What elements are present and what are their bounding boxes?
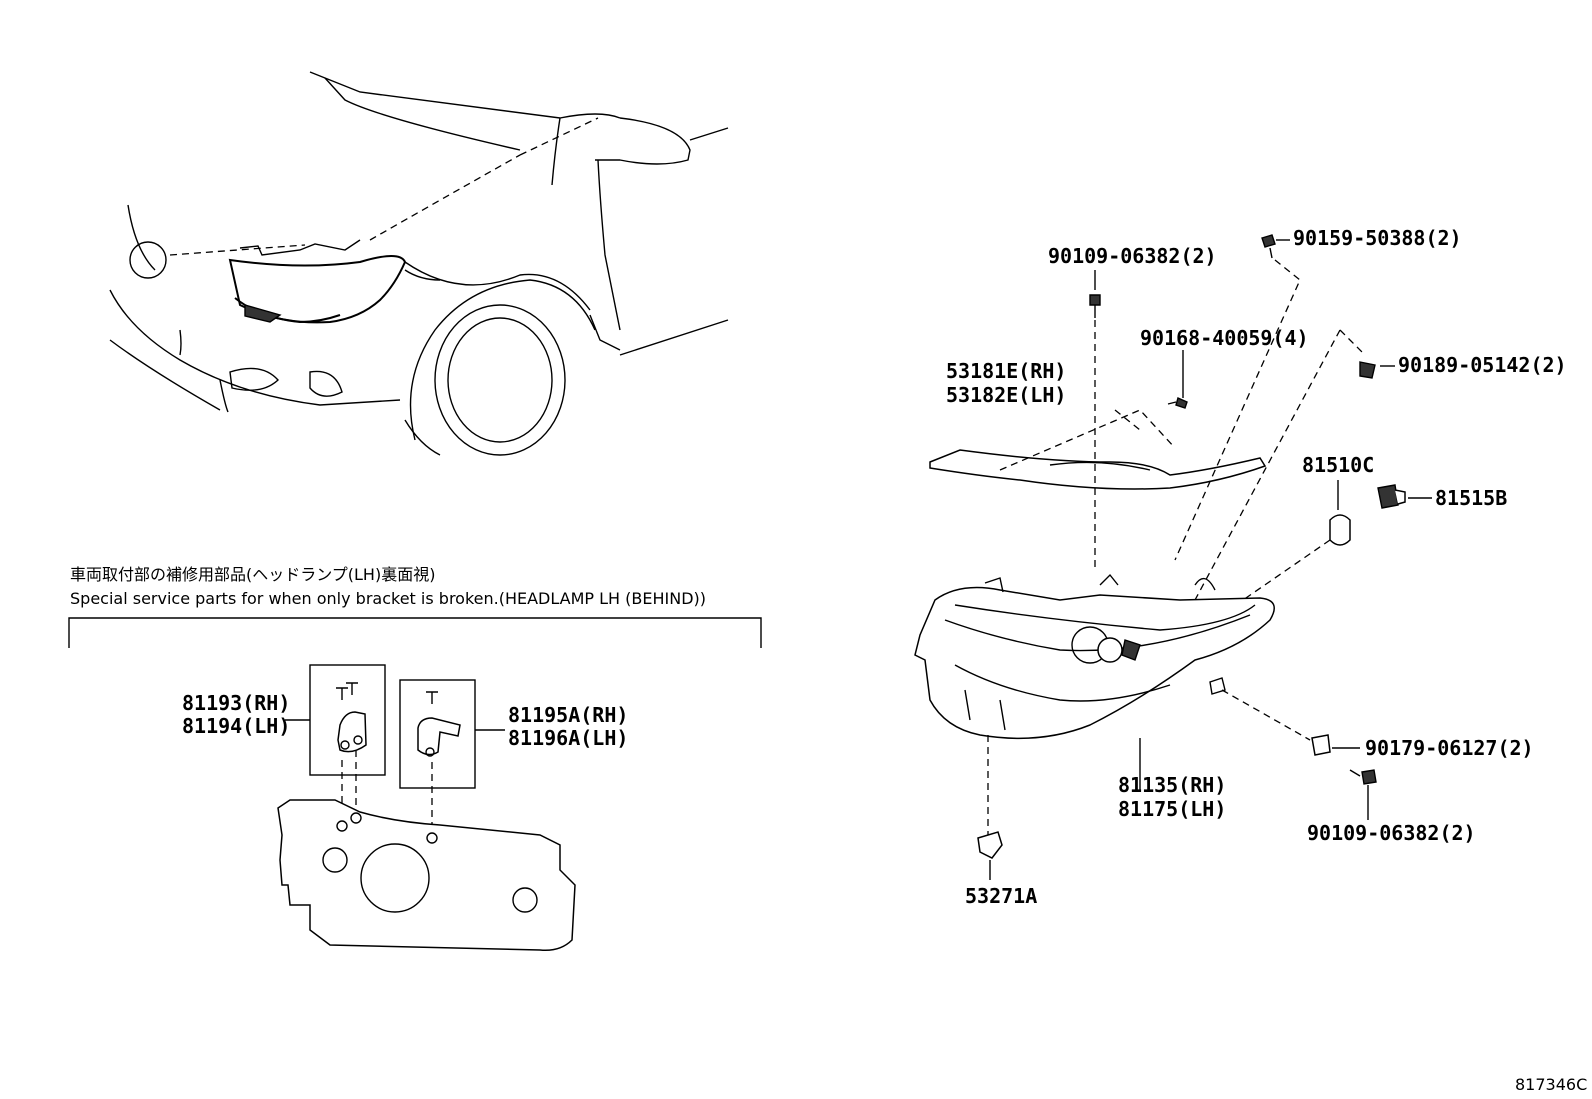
clip-53271a-icon [977, 831, 1003, 859]
callout-53182e: 53182E(LH) [946, 383, 1066, 407]
callout-81194: 81194(LH) [182, 714, 290, 738]
callout-90179: 90179-06127(2) [1365, 736, 1534, 760]
headlamp-unit-icon [914, 573, 1275, 740]
callout-81195a: 81195A(RH) [508, 703, 628, 727]
bracket-81195a-icon [417, 691, 461, 757]
bulb-81510c-icon [1329, 514, 1351, 546]
nut-90179-icon [1311, 734, 1331, 756]
socket-81515b-icon [1377, 484, 1406, 509]
bracket-kit-box-a [399, 679, 476, 789]
callout-81515b: 81515B [1435, 486, 1507, 510]
bolt-90109-bottom-icon [1349, 769, 1377, 785]
callout-81196a: 81196A(LH) [508, 726, 628, 750]
clip-90189-icon [1359, 361, 1376, 379]
bracket-81193-icon [336, 682, 367, 753]
note-japanese: 車両取付部の補修用部品(ヘッドランプ(LH)裏面視) [70, 565, 435, 584]
headlamp-exploded-view [914, 234, 1432, 880]
callout-90168: 90168-40059(4) [1140, 326, 1309, 350]
upper-garnish-icon [929, 449, 1267, 490]
callout-81510c: 81510C [1302, 453, 1374, 477]
callout-53271a: 53271A [965, 884, 1037, 908]
note-english: Special service parts for when only brac… [70, 589, 706, 608]
callout-90189: 90189-05142(2) [1398, 353, 1567, 377]
callout-90109-bottom: 90109-06382(2) [1307, 821, 1476, 845]
screw-90159-icon [1261, 234, 1276, 259]
drawing-id: 817346C [1515, 1075, 1587, 1094]
callout-90109-top: 90109-06382(2) [1048, 244, 1217, 268]
screw-90168-icon [1167, 397, 1188, 409]
callout-81175: 81175(LH) [1118, 797, 1226, 821]
callout-81193: 81193(RH) [182, 691, 290, 715]
bracket-detail [277, 664, 576, 952]
callout-90159: 90159-50388(2) [1293, 226, 1462, 250]
vehicle-front-illustration [109, 71, 729, 456]
service-parts-note: 車両取付部の補修用部品(ヘッドランプ(LH)裏面視) Special servi… [68, 565, 762, 648]
screw-90109-top-icon [1089, 294, 1101, 318]
callout-81135: 81135(RH) [1118, 773, 1226, 797]
callout-53181e: 53181E(RH) [946, 359, 1066, 383]
